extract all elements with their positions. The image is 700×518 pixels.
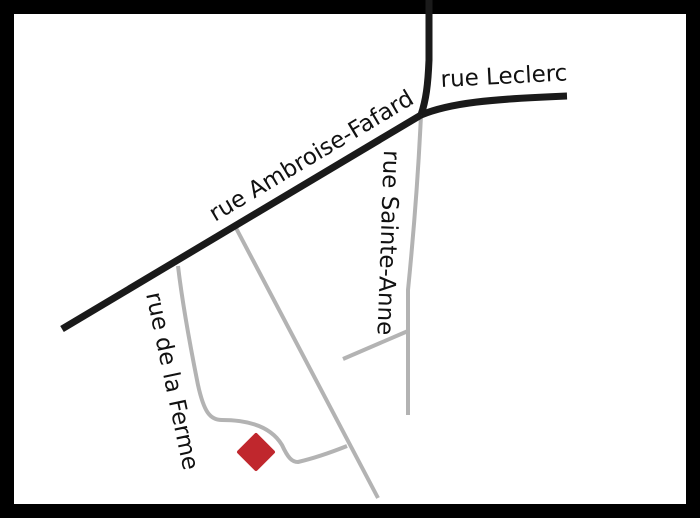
road-sainte-anne — [406, 114, 423, 415]
road-ambroise-fafard — [60, 111, 423, 333]
road-diagonal — [234, 227, 380, 499]
label-rue-sainte-anne: rue Sainte-Anne — [372, 150, 404, 336]
road-sainte-anne-branch — [342, 329, 409, 361]
location-square-icon[interactable] — [236, 432, 276, 472]
road-leclerc — [419, 92, 568, 119]
road-de-la-ferme — [176, 265, 348, 464]
frame-corner-tl — [0, 0, 44, 14]
road-north — [417, 0, 433, 117]
map-paper — [14, 14, 686, 504]
frame-corner-tr — [656, 0, 700, 14]
frame-corner-br — [656, 504, 700, 518]
frame-right — [686, 0, 700, 518]
frame-left — [0, 0, 14, 518]
frame-corner-bl — [0, 504, 44, 518]
